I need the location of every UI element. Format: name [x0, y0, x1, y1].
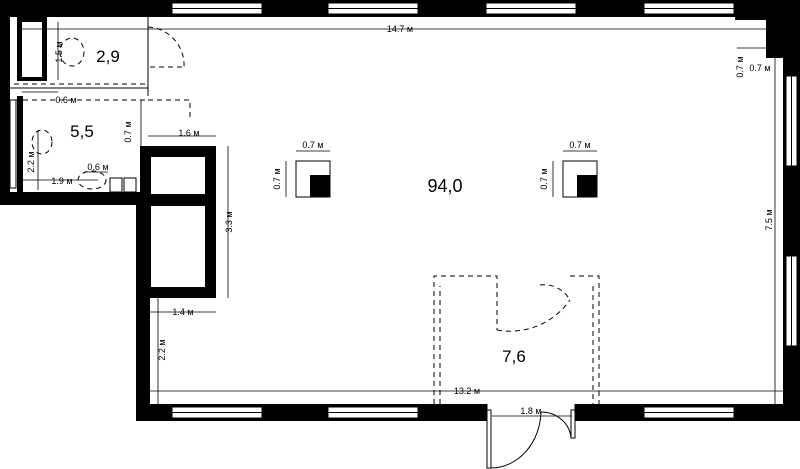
- dim-bottom-door: 1.8 м: [520, 406, 541, 416]
- dim-col2-width: 0.7 м: [569, 140, 590, 150]
- dim-col1-height: 0.7 м: [272, 168, 282, 189]
- dim-wc2-height: 2.2 м: [26, 151, 36, 172]
- room-area-top-left: 2,9: [96, 47, 120, 66]
- dim-col2-height: 0.7 м: [539, 168, 549, 189]
- dim-wc2-small: 0.6 м: [87, 162, 108, 172]
- dim-top-width: 14.7 м: [387, 24, 413, 34]
- dim-wc2-width: 1.9 м: [51, 176, 72, 186]
- top-windows: [171, 2, 735, 15]
- bottom-room: [433, 275, 600, 404]
- column-1: [295, 160, 331, 198]
- dim-block-offset: 0.7 м: [123, 121, 133, 142]
- right-windows: [785, 75, 798, 347]
- outer-walls: [0, 0, 800, 421]
- dim-block-height: 3.3 м: [224, 211, 234, 232]
- dim-wc1-offset: 0.6 м: [55, 95, 76, 105]
- dim-block-width: 1.6 м: [178, 128, 199, 138]
- bottom-windows: [171, 406, 735, 419]
- room-area-bottom: 7,6: [502, 347, 526, 366]
- dim-col1-width: 0.7 м: [302, 140, 323, 150]
- dim-bottom-width: 13.2 м: [454, 386, 480, 396]
- wc-room-1: [10, 17, 185, 101]
- dimension-lines: [17, 22, 783, 417]
- room-area-mid-left: 5,5: [70, 122, 94, 141]
- entrance-door: [486, 403, 576, 469]
- dim-right-height: 7.5 м: [764, 209, 774, 230]
- inner-block: [140, 146, 216, 298]
- dim-left-lower-width: 1.4 м: [172, 307, 193, 317]
- wc-room-2: [9, 96, 191, 193]
- column-2: [562, 160, 598, 198]
- dimension-labels: 14.7 м 0.7 м 0.7 м 7.5 м 13.2 м 1.8 м 2.…: [26, 24, 774, 416]
- dim-right-top-b: 0.7 м: [749, 63, 770, 73]
- room-area-main: 94,0: [427, 176, 462, 196]
- dim-left-lower: 2.2 м: [157, 339, 167, 360]
- dim-wc1-height: 1.5 м: [54, 41, 64, 62]
- dim-right-top-a: 0.7 м: [735, 56, 745, 77]
